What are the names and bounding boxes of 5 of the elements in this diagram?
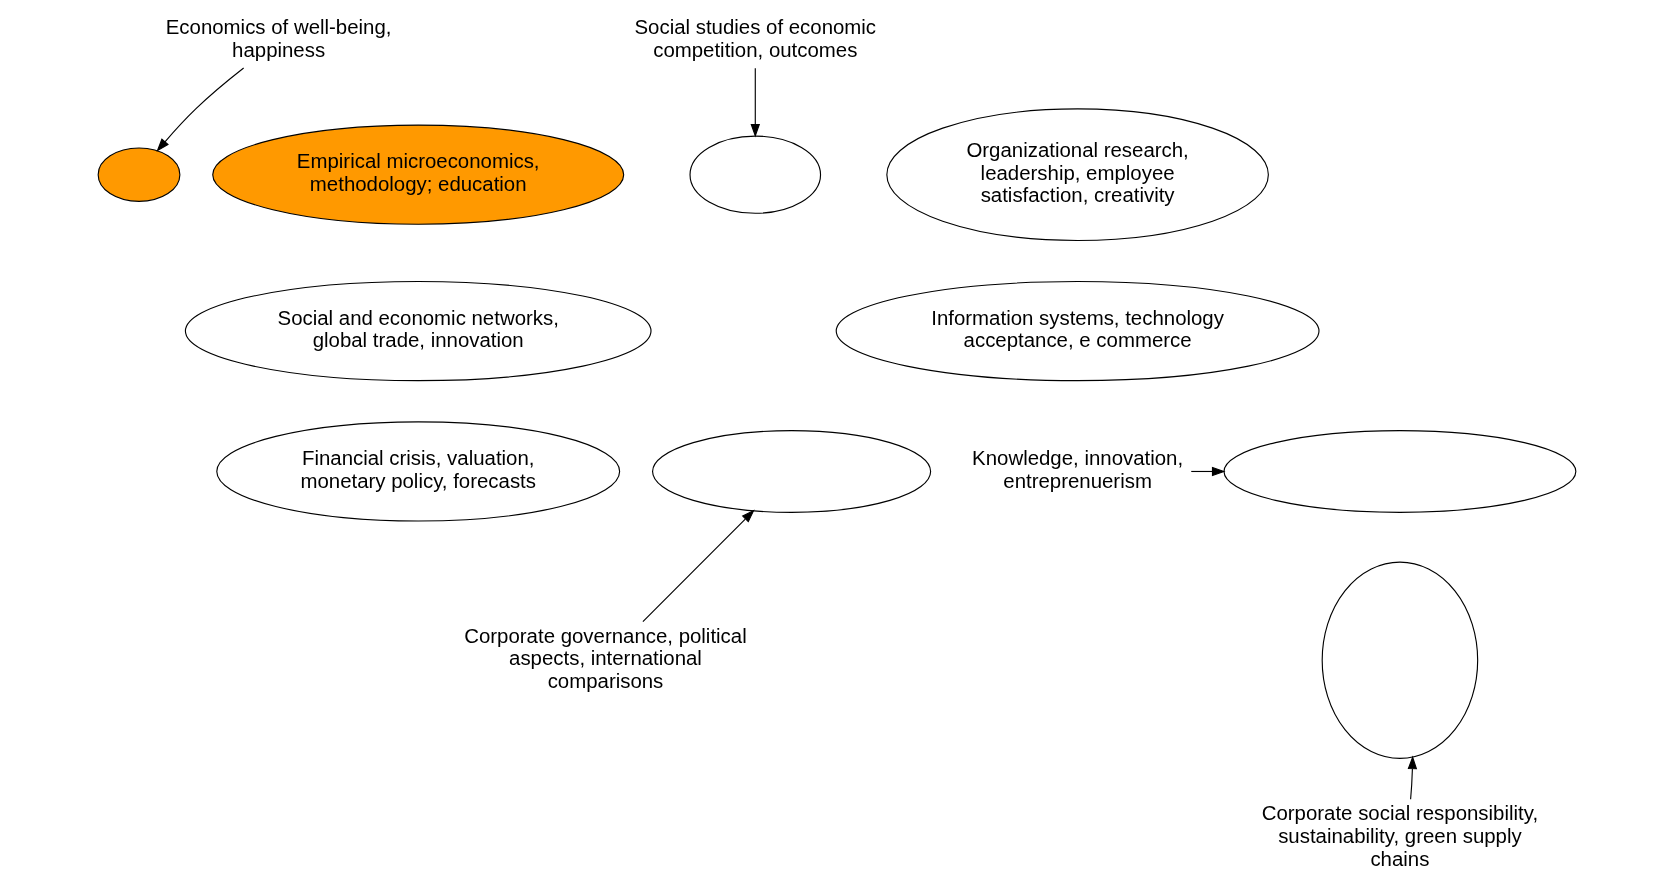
- node-text: Corporate social responsibility, sustainability, green supply chains: [1261, 801, 1538, 870]
- node-text: Social studies of economic competition, outcomes: [633, 15, 876, 61]
- node-text: Knowledge, innovation, entreprenuerism: [971, 446, 1183, 492]
- node-text: Corporate governance, political aspects, international comparisons: [463, 624, 747, 692]
- node-text: Economics of well-being, happiness: [165, 15, 391, 61]
